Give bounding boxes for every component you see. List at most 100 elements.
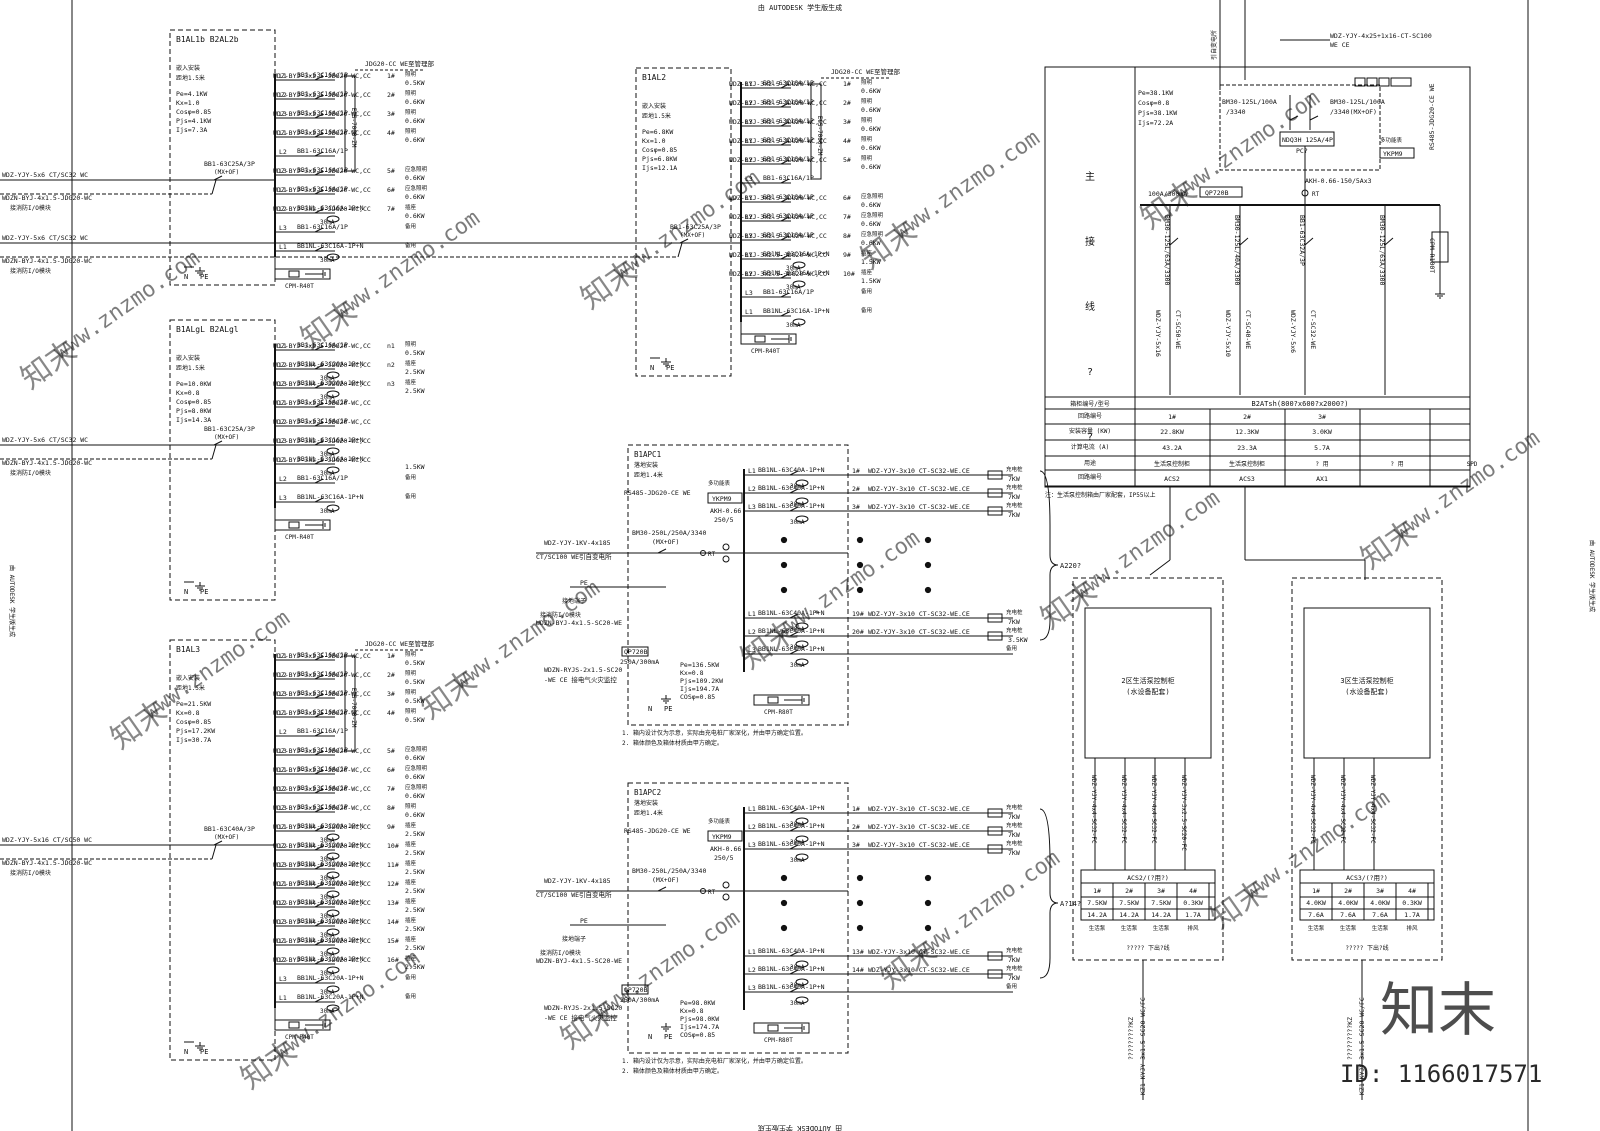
circuit-breaker: BB1-63C16A/1P	[763, 117, 814, 125]
phase-label: L3	[748, 503, 756, 511]
table-loop: 1#	[1168, 413, 1176, 421]
rt-label: RT	[708, 551, 716, 558]
spd-label: CPM-R80T	[764, 1037, 793, 1044]
circuit-no: 14#	[387, 918, 399, 926]
circuit-no: 5#	[387, 747, 395, 755]
table-note: 注：生活泵控制箱由厂家配套，IP55以上	[1045, 491, 1155, 499]
circuit-no: 7#	[387, 785, 395, 793]
circuit-no: 3#	[387, 110, 395, 118]
circuit-cable: WDZ-YJY-3x10 CT-SC32-WE.CE	[868, 823, 970, 831]
rt-label: RT	[1312, 191, 1320, 198]
circuit-cable: WDZ-BYJ-3x4.0-JDG20-WC,CC	[273, 842, 371, 850]
feeder-breaker: BB1-63C32A/3P	[1298, 215, 1306, 266]
phase-label: L3	[279, 804, 287, 812]
circuit-breaker: BB1-63C16A/1P	[297, 651, 348, 659]
alarm-wire: WDZN-RYJS-2x1.5-SC20	[544, 1004, 622, 1012]
circuit-use: 照明	[405, 651, 417, 658]
circuit-load: 1.5KW	[405, 463, 425, 471]
circuit-breaker: BB1-63C16A/1P	[763, 174, 814, 182]
circuit-breaker: BB1-63C16A/1P	[297, 147, 348, 155]
rcd-rating: 30mA	[790, 644, 805, 651]
circuit-load: 0.5KW	[405, 716, 425, 724]
pump-cable: WDZ-YJY-4x4-SC32-FC	[1309, 775, 1316, 844]
circuit-breaker: BB1-63C16A/1P	[763, 231, 814, 239]
phase-label: L2	[279, 842, 287, 850]
circuit-use: 备用	[1006, 982, 1017, 990]
circuit-no: 6#	[387, 766, 395, 774]
circuit-no: 2#	[852, 823, 860, 831]
incoming-cable-conduit: WE CE	[1330, 41, 1350, 49]
circuit-use: 应急照明	[405, 184, 428, 192]
circuit-breaker: BB1NL-63C16A-1P+N	[297, 493, 364, 501]
circuit-cable: WDZ-BYJ-3x2.5-JDG20-WC,CC	[273, 456, 371, 464]
circuit-use: 备用	[405, 222, 416, 230]
cabinet-table-title: B2ATsh(800?x600?x2000?)	[1252, 400, 1349, 408]
circuit-use: 照明	[861, 98, 873, 105]
ct-ratio: 250/5	[714, 854, 734, 862]
panel-param: Ijs=174.7A	[680, 1023, 719, 1031]
pump-amps: 7.6A	[1340, 911, 1356, 919]
circuit-load: 7KW	[1008, 974, 1020, 982]
phase-label: L3	[279, 747, 287, 755]
panel-param: Pjs=17.2KW	[176, 727, 215, 735]
circuit-load: 0.6KW	[861, 125, 881, 133]
circuit-load: 0.6KW	[861, 106, 881, 114]
circuit-use: 充电桩	[1006, 964, 1023, 972]
circuit-breaker: BB1NL-63C20A-1P+N	[297, 860, 364, 868]
circuit-use: 插座	[861, 268, 873, 276]
circuit-cable: WDZ-YJY-3x10 CT-SC32-WE.CE	[868, 485, 970, 493]
circuit-use: 充电桩	[1006, 608, 1023, 616]
feeder-conduit: CT-SC32-WE	[1309, 310, 1317, 349]
circuit-breaker: BB1-63C16A/1P	[297, 166, 348, 174]
circuit-no: 10#	[843, 270, 855, 278]
panel-param: Kx=0.8	[680, 669, 704, 677]
pump-amps: 14.2A	[1087, 911, 1107, 919]
circuit-cable: WDZ-BYJ-3x2.5-JDG20-WC,CC	[273, 418, 371, 426]
panel-title: B1AL2	[642, 73, 666, 82]
phase-label: L1	[279, 880, 287, 888]
phase-label: L3	[745, 289, 753, 297]
circuit-cable: WDZ-YJY-3x10 CT-SC32-WE.CE	[868, 805, 970, 813]
circuit-breaker: BB1NL-63C40A-1P+N	[758, 983, 825, 991]
fire-input: WDZN-BYJ-4x1.5-JDG20-WC	[2, 257, 92, 265]
phase-label: L2	[748, 485, 756, 493]
circuit-cable: WDZ-BYJ-3x2.5-JDG20-WC,CC	[729, 156, 827, 164]
rcd-rating: 30mA	[790, 839, 805, 846]
pump-kw: 7.5KW	[1119, 899, 1139, 907]
circuit-no: 3#	[852, 503, 860, 511]
neutral-bar: N	[648, 705, 652, 713]
circuit-load: 0.6KW	[405, 773, 425, 781]
pump-cabinet-subtitle: (水设备配套)	[1345, 687, 1388, 696]
breaker-left: BM30-125L/100A	[1222, 98, 1277, 106]
phase-label: L1	[748, 805, 756, 813]
pump-amps: 7.6A	[1308, 911, 1324, 919]
panel-param: Pe=4.1KW	[176, 90, 207, 98]
circuit-cable: WDZ-BYJ-3x4.0-JDG20-WC,CC	[273, 899, 371, 907]
panel-note: 2. 箱体颜色及箱体材质由甲方确定。	[622, 1067, 723, 1075]
phase-label: L3	[748, 984, 756, 992]
circuit-cable: WDZ-BYJ-3x2.5-JDG20-WC,CC	[273, 186, 371, 194]
phase-label: L2	[279, 728, 287, 736]
main-breaker: BM30-250L/250A/3340	[632, 529, 706, 537]
circuit-breaker: BB1NL-63C16A-1P+N	[297, 455, 364, 463]
circuit-breaker: BB1-63C16A/1P	[297, 398, 348, 406]
circuit-load: 0.6KW	[861, 201, 881, 209]
circuit-breaker: BB1-63C16A/1P	[297, 689, 348, 697]
phase-label: L1	[279, 186, 287, 194]
circuit-use: 充电桩	[1006, 483, 1023, 491]
circuit-cable: WDZ-YJY-3x10 CT-SC32-WE.CE	[868, 948, 970, 956]
panel-title: B1AL1b B2AL2b	[176, 35, 239, 44]
phase-label: L3	[745, 175, 753, 183]
circuit-load: 0.6KW	[405, 754, 425, 762]
feeder-cable: WDZ-YJY-5x6	[1289, 310, 1297, 353]
panel-param: Cosφ=0.85	[176, 718, 211, 726]
fire-input: WDZN-BYJ-4x1.5-SC20-WE	[536, 957, 622, 965]
cabinet-vertical-label: ?	[1087, 432, 1093, 443]
circuit-use: 照明	[861, 79, 873, 86]
panel-param: Pe=136.5KW	[680, 661, 719, 669]
multifunction-meter: YKPM9	[1383, 150, 1403, 158]
circuit-load: 0.6KW	[861, 163, 881, 171]
circuit-no: 1#	[387, 652, 395, 660]
neutral-bar: N	[650, 364, 654, 372]
circuit-no: n1	[387, 342, 395, 350]
